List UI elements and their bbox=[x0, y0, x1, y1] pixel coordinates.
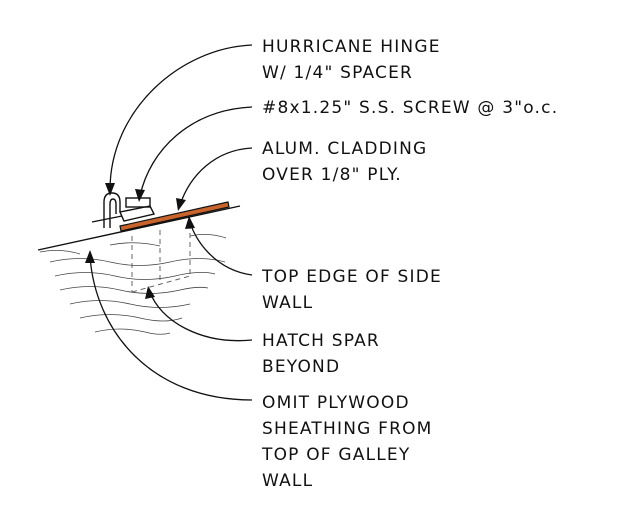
leader-hurricane-hinge bbox=[109, 44, 253, 191]
leader-top-edge bbox=[189, 221, 253, 276]
wood-grain-hatch bbox=[39, 234, 227, 335]
note-omit-plywood: OMIT PLYWOOD SHEATHING FROM TOP OF GALLE… bbox=[261, 393, 439, 491]
leader-screw bbox=[139, 106, 253, 197]
leader-hatch-spar bbox=[149, 291, 253, 342]
leader-omit-plywood bbox=[89, 255, 253, 401]
deck-surface-line bbox=[37, 205, 241, 251]
note-top-edge: TOP EDGE OF SIDE WALL bbox=[261, 267, 449, 313]
note-cladding: ALUM. CLADDING OVER 1/8" PLY. bbox=[262, 139, 434, 185]
leader-cladding bbox=[179, 147, 253, 206]
note-screw: #8x1.25" S.S. SCREW @ 3"o.c. bbox=[262, 98, 558, 118]
note-hurricane-hinge: HURRICANE HINGE W/ 1/4" SPACER bbox=[262, 37, 447, 83]
aluminum-cladding bbox=[119, 201, 230, 232]
hurricane-hinge bbox=[91, 192, 156, 228]
hatch-spar-dashed bbox=[131, 224, 191, 293]
leader-lines bbox=[85, 44, 253, 401]
note-hatch-spar: HATCH SPAR BEYOND bbox=[262, 331, 387, 377]
